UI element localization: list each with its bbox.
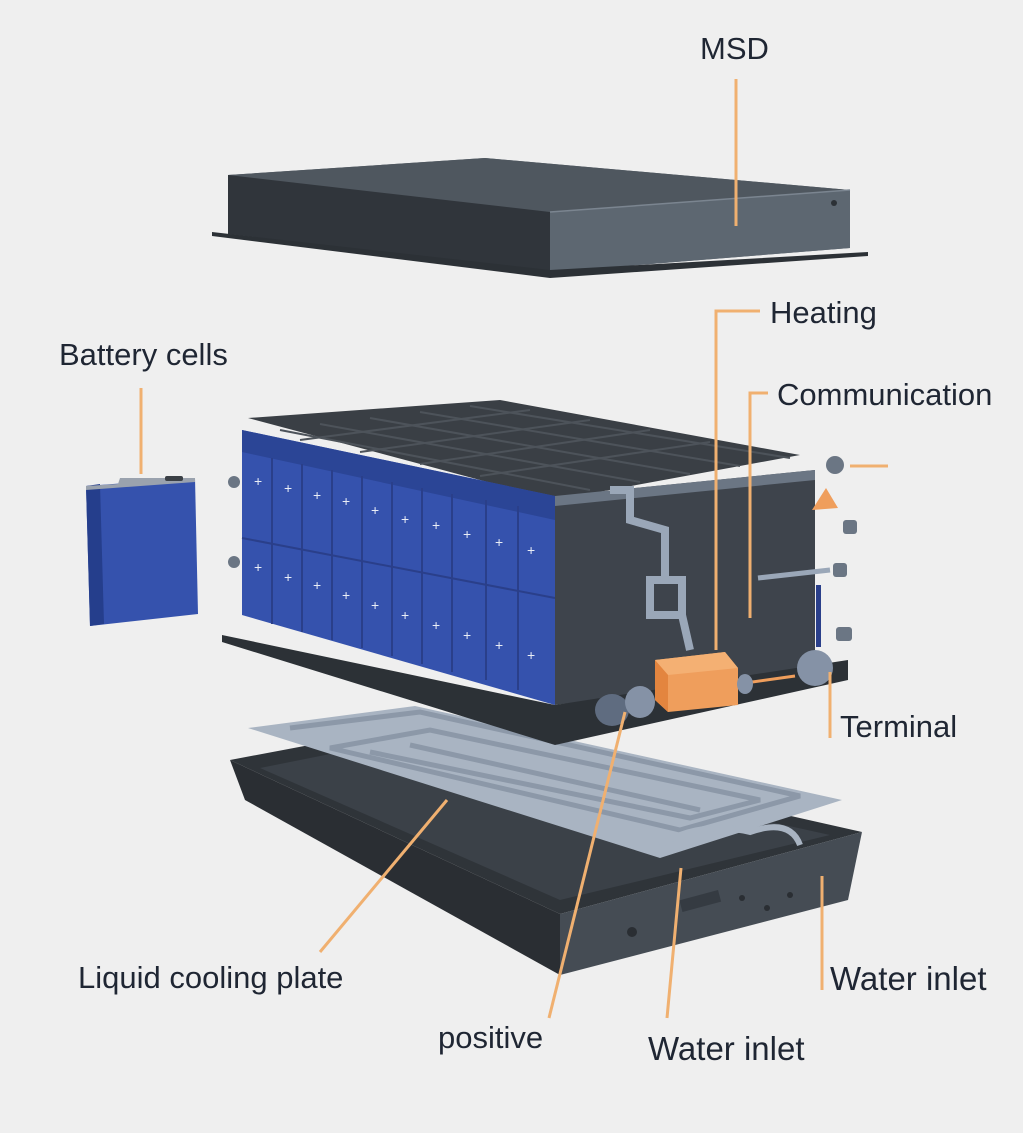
svg-text:+: + xyxy=(371,502,379,518)
svg-text:+: + xyxy=(254,473,262,489)
svg-text:+: + xyxy=(432,517,440,533)
label-communication: Communication xyxy=(777,377,993,412)
svg-text:+: + xyxy=(284,480,292,496)
label-water-inlet-right: Water inlet xyxy=(830,960,987,997)
label-positive: positive xyxy=(438,1020,544,1055)
label-liquid-cooling-plate: Liquid cooling plate xyxy=(78,960,344,995)
top-lid xyxy=(212,158,868,278)
leader-heating xyxy=(714,309,760,650)
svg-text:+: + xyxy=(401,607,409,623)
label-battery-cells: Battery cells xyxy=(59,337,228,372)
battery-cell xyxy=(86,476,198,626)
svg-text:+: + xyxy=(401,511,409,527)
svg-text:+: + xyxy=(463,627,471,643)
svg-text:+: + xyxy=(254,559,262,575)
label-heating: Heating xyxy=(770,295,877,330)
leader-communication xyxy=(748,391,768,618)
svg-text:+: + xyxy=(527,647,535,663)
leader-positive xyxy=(547,711,627,1019)
label-water-inlet-bottom: Water inlet xyxy=(648,1030,805,1067)
label-terminal: Terminal xyxy=(840,709,958,744)
leader-cooling-plate xyxy=(318,799,449,953)
svg-text:+: + xyxy=(284,569,292,585)
svg-text:+: + xyxy=(313,577,321,593)
svg-text:+: + xyxy=(342,587,350,603)
svg-text:+: + xyxy=(342,493,350,509)
svg-text:+: + xyxy=(527,542,535,558)
svg-text:+: + xyxy=(463,526,471,542)
label-msd: MSD xyxy=(700,31,769,66)
leader-water-inlet-bottom xyxy=(665,867,683,1019)
svg-text:+: + xyxy=(495,637,503,653)
svg-text:+: + xyxy=(432,617,440,633)
battery-module: + + + + + + + + + + + + + + + + + + + + xyxy=(222,400,857,745)
svg-text:+: + xyxy=(371,597,379,613)
svg-text:+: + xyxy=(313,487,321,503)
svg-text:+: + xyxy=(495,534,503,550)
leader-lines xyxy=(139,79,888,1019)
